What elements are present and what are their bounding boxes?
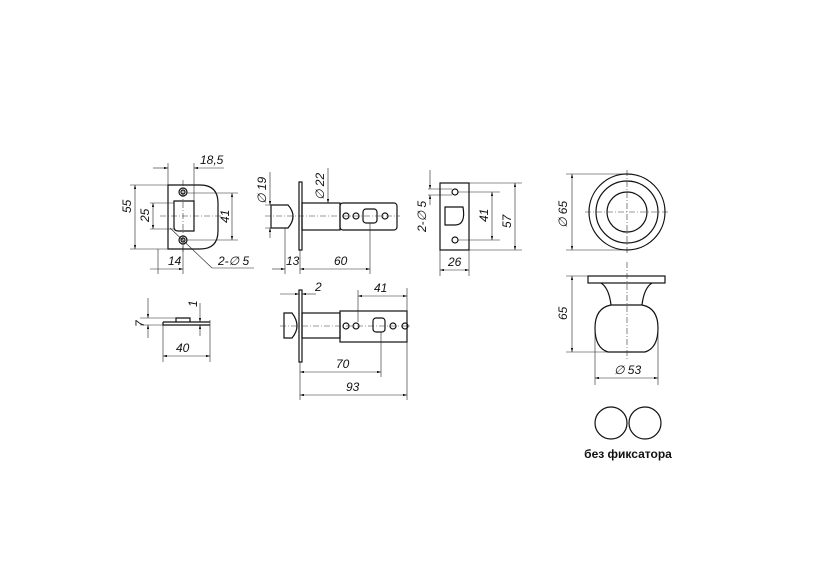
- dim-2: 2: [314, 280, 322, 294]
- dim-18-5: 18,5: [200, 153, 224, 167]
- inner-cap-icon: [628, 406, 662, 440]
- dim-93: 93: [346, 380, 360, 394]
- dim-d19: ∅ 19: [255, 177, 269, 204]
- dim-57: 57: [500, 213, 514, 228]
- dim-25: 25: [138, 208, 152, 223]
- dim-d53: ∅ 53: [614, 363, 641, 377]
- dim-2-d5: 2-∅ 5: [217, 254, 249, 268]
- outer-cap-icon: [594, 406, 628, 440]
- faceplate-view: 2-∅ 5 41 57 26: [415, 170, 522, 276]
- dim-1: 1: [186, 300, 200, 307]
- knob-views: ∅ 65 65 ∅ 53 без фиксатора: [556, 170, 672, 461]
- caption-no-lock: без фиксатора: [584, 447, 672, 461]
- dim-41-tail: 41: [374, 281, 387, 295]
- dim-14: 14: [168, 254, 182, 268]
- latch-long-view: 2 41 70 93: [280, 280, 412, 400]
- dim-13: 13: [286, 254, 300, 268]
- strike-profile-view: 7 1 40: [133, 298, 211, 362]
- dim-2-d5-face: 2-∅ 5: [415, 201, 429, 233]
- dim-41: 41: [218, 210, 232, 223]
- dim-d22: ∅ 22: [313, 173, 327, 200]
- dim-41-face: 41: [477, 209, 491, 222]
- dim-70: 70: [336, 357, 350, 371]
- dim-d65: ∅ 65: [556, 201, 570, 228]
- dim-55: 55: [120, 199, 134, 213]
- dim-7: 7: [133, 319, 147, 327]
- dim-40: 40: [176, 341, 190, 355]
- dim-26: 26: [447, 255, 462, 269]
- dim-65-knob: 65: [556, 306, 570, 320]
- dim-60: 60: [334, 254, 348, 268]
- strike-plate-view: 18,5 55 25 41 14 2-∅ 5: [120, 153, 254, 274]
- latch-side-view: ∅ 19 ∅ 22 13 60: [255, 168, 400, 274]
